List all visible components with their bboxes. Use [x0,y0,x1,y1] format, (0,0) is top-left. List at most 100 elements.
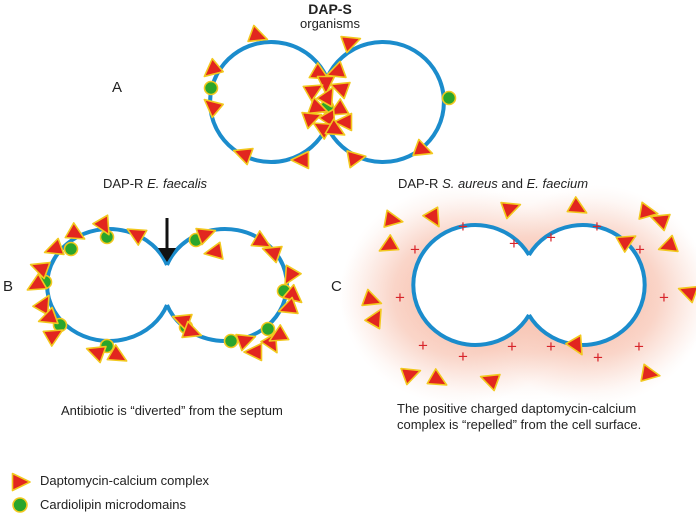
positive-charges: + + + + + + + + + + + + + + [395,217,669,367]
positive-charge: + [395,288,405,307]
daptomycin-triangle [378,234,400,252]
legend-triangle-icon [11,472,31,492]
panel-a-letter: A [112,79,123,96]
positive-charge: + [592,217,602,236]
daptomycin-triangle [657,234,679,253]
daptomycin-triangle [422,206,440,228]
panel-b-heading: DAP-R E. faecalis [103,176,207,192]
panel-b-heading-species: E. faecalis [147,176,208,191]
positive-charge: + [659,288,669,307]
daptomycin-triangle [203,98,225,119]
daptomycin-triangle [126,228,148,246]
daptomycin-triangle [181,320,203,339]
panel-c-heading-species1: S. aureus [442,176,498,191]
daptomycin-triangle [301,111,323,130]
daptomycin-triangle [364,308,382,330]
daptomycin-triangle [325,60,347,79]
daptomycin-triangle [412,138,434,157]
daptomycin-triangle [92,214,110,236]
cardiolipin-dot [63,241,79,257]
panel-a-subtitle: organisms [300,16,360,31]
positive-charge: + [458,217,468,236]
daptomycin-triangle [307,96,329,115]
panel-a-title: DAP-S [308,1,352,17]
daptomycin-triangle [250,230,272,248]
daptomycin-triangle [329,81,351,100]
daptomycin-triangle [346,150,367,169]
daptomycin-triangle [340,35,362,54]
positive-charge: + [509,234,519,253]
panel-c-letter: C [331,278,342,295]
daptomycin-triangle [37,306,59,325]
panel-c-heading-and: and [497,176,527,191]
legend-symbols [11,472,31,513]
daptomycin-triangle [565,334,583,356]
daptomycin-triangle [85,345,107,364]
positive-charge: + [507,337,517,356]
panel-c-caption-line1: The positive charged daptomycin-calcium [397,401,637,416]
septum-arrow [158,218,176,262]
daptomycin-triangle [640,363,661,382]
daptomycin-triangle [649,213,671,232]
daptomycin-triangle [26,273,48,291]
positive-charge: + [458,347,468,366]
panel-c-cell [411,223,647,347]
daptomycin-triangle [43,237,65,256]
daptomycin-triangle [268,324,290,342]
daptomycin-triangle [500,201,522,220]
daptomycin-triangle [383,209,404,228]
daptomycin-triangle [235,333,257,352]
positive-charge: + [546,337,556,356]
cardiolipin-dot [260,321,276,337]
legend-cardiolipin-label: Cardiolipin microdomains [40,497,186,512]
daptomycin-triangle [106,344,128,362]
daptomycin-triangle [615,235,637,253]
daptomycin-triangle [261,245,283,264]
cardiolipin-dot [223,333,239,349]
daptomycin-triangle [32,294,50,316]
daptomycin-triangle [247,24,269,43]
daptomycin-triangle [479,373,501,392]
daptomycin-triangle [324,118,346,136]
daptomycin-triangle [361,288,383,307]
cardiolipin-dot [441,90,457,106]
daptomycin-triangle [426,368,448,386]
daptomycin-triangle [42,329,64,347]
daptomycin-triangle [316,86,334,108]
daptomycin-triangle [284,264,302,286]
panel-c-caption-line2: complex is “repelled” from the cell surf… [397,417,642,432]
panel-b-heading-prefix: DAP-R [103,176,148,191]
panel-c-heading-species2: E. faecium [526,176,589,191]
daptomycin-triangle [400,367,422,386]
positive-charge: + [410,240,420,259]
positive-charge: + [593,348,603,367]
panel-c-heading: DAP-R S. aureus and E. faecium [398,176,588,192]
daptomycin-triangle [302,84,324,102]
daptomycin-triangle [333,112,353,132]
positive-charge: + [546,228,556,247]
positive-charge: + [418,336,428,355]
legend-dot-icon [12,497,28,513]
daptomycin-triangle [232,147,254,166]
daptomycin-complexes [26,24,696,392]
cardiolipin-dot [203,80,219,96]
daptomycin-triangle [195,227,217,246]
daptomycin-triangle [638,201,659,220]
daptomycin-triangle [64,222,86,240]
daptomycin-triangle [566,196,588,214]
positive-charge: + [635,240,645,259]
legend-complex-label: Daptomycin-calcium complex [40,473,210,488]
daptomycin-triangle [277,296,299,315]
panel-b-letter: B [3,278,14,295]
positive-charge: + [634,337,644,356]
daptomycin-triangle [203,57,225,78]
daptomycin-triangle [243,342,263,362]
daptomycin-triangle [677,285,696,304]
panel-c-heading-prefix: DAP-R [398,176,443,191]
panel-b-caption: Antibiotic is “diverted” from the septum [61,403,283,418]
daptomycin-triangle [203,241,224,260]
daptomycin-triangle [29,261,51,280]
daptomycin-triangle [290,150,310,170]
